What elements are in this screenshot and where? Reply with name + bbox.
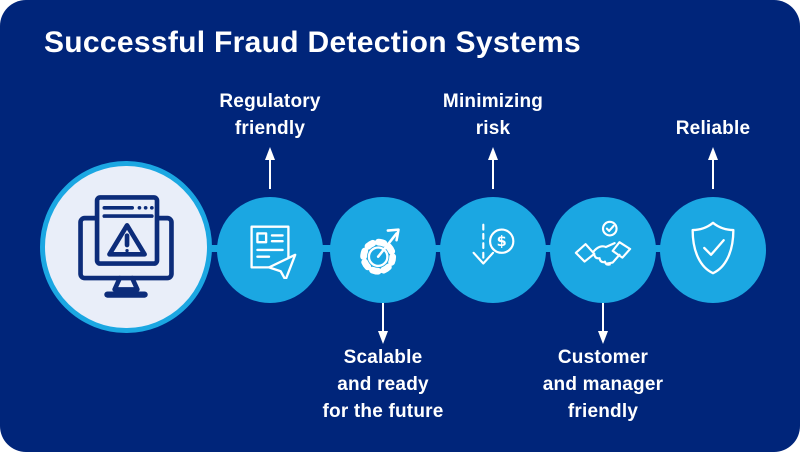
gear-growth-arrow-icon [352, 217, 414, 284]
shield-check-icon [682, 217, 744, 284]
page-title: Successful Fraud Detection Systems [44, 26, 582, 59]
label-customer-friendly: Customer and manager friendly [542, 347, 664, 422]
node-customer-friendly [550, 197, 656, 303]
label-scalable: Scalable and ready for the future [322, 347, 444, 422]
arrow-up-icon [708, 147, 718, 189]
node-minimizing-risk: $ [440, 197, 546, 303]
arrow-down-icon [378, 302, 388, 344]
dollar-decrease-icon: $ [462, 217, 524, 284]
label-minimizing-risk: Minimizing risk [442, 91, 544, 139]
arrow-up-icon [265, 147, 275, 189]
label-regulatory-friendly: Regulatory friendly [219, 91, 321, 139]
computer-fraud-warning-icon [64, 183, 188, 312]
node-reliable [660, 197, 766, 303]
arrow-down-icon [598, 302, 608, 344]
arrow-up-icon [488, 147, 498, 189]
document-send-icon [239, 217, 301, 284]
node-scalable [330, 197, 436, 303]
handshake-check-icon [572, 217, 634, 284]
node-regulatory-friendly [217, 197, 323, 303]
label-reliable: Reliable [675, 118, 751, 139]
svg-text:$: $ [497, 234, 507, 250]
intro-circle [40, 161, 212, 333]
